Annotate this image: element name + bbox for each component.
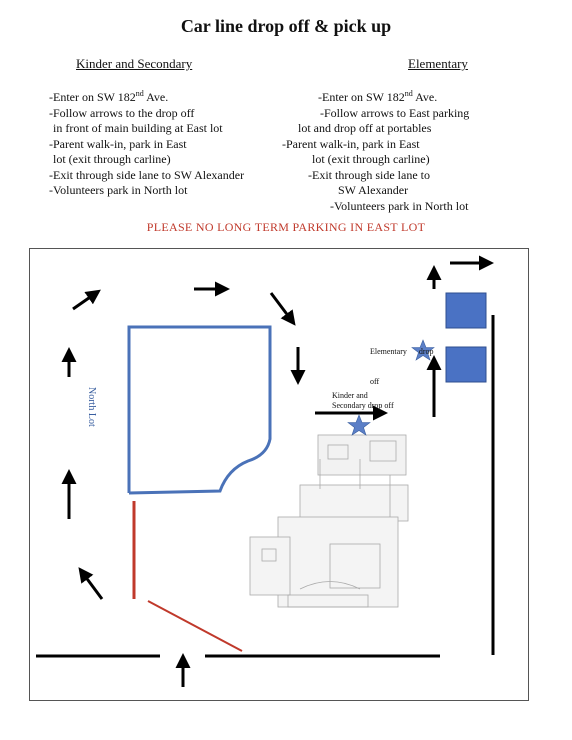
no-parking-warning: PLEASE NO LONG TERM PARKING IN EAST LOT: [146, 220, 426, 234]
arrow-top-down-diagonal: [269, 292, 296, 326]
arrow-left-up-diagonal-2: [72, 289, 101, 311]
elementary-instructions: -Enter on SW 182nd Ave. -Follow arrows t…: [282, 86, 522, 214]
kinder-heading: Kinder and Secondary: [76, 56, 193, 71]
kinder-dropoff-label-line: Secondary drop off: [332, 401, 394, 410]
portable-1: [445, 292, 487, 329]
kinder-line: -Parent walk-in, park in East: [49, 136, 187, 151]
elementary-dropoff-label-line: off: [370, 377, 380, 386]
page-title: Car line drop off & pick up: [180, 16, 392, 36]
elementary-line: -Enter on SW 182nd Ave.: [318, 89, 438, 104]
map-drawing: [36, 255, 495, 687]
north-lot-outline: [127, 325, 272, 495]
building-footprint: [249, 434, 409, 608]
kinder-line: -Follow arrows to the drop off: [49, 105, 195, 120]
kinder-line: lot (exit through carline): [53, 152, 171, 166]
elementary-dropoff-star: [411, 339, 435, 361]
traffic-arrows: [61, 255, 494, 687]
elementary-dropoff-label: Elementary drop off: [370, 327, 434, 407]
portable-2: [445, 346, 487, 383]
elementary-line: -Follow arrows to East parking: [320, 105, 470, 120]
elementary-line: lot and drop off at portables: [298, 121, 432, 135]
elementary-dropoff-label-line: Elementary drop: [370, 347, 434, 356]
kinder-line: -Volunteers park in North lot: [49, 183, 188, 197]
elementary-line: SW Alexander: [338, 183, 409, 197]
elementary-line: -Parent walk-in, park in East: [282, 136, 420, 151]
elementary-line: -Exit through side lane to: [308, 167, 430, 182]
arrow-left-up-diagonal: [78, 567, 104, 600]
side-lane-red-diagonal: [147, 600, 243, 652]
elementary-heading: Elementary: [408, 56, 468, 71]
kinder-dropoff-label: Kinder and Secondary drop off: [332, 391, 394, 411]
campus-map: North Lot Kinder and Secondary drop off …: [29, 248, 529, 701]
kinder-line: -Enter on SW 182nd Ave.: [49, 89, 169, 104]
kinder-dropoff-star: [347, 414, 371, 436]
kinder-line: in front of main building at East lot: [53, 121, 223, 135]
north-lot-label: North Lot: [86, 387, 97, 427]
elementary-line: lot (exit through carline): [312, 152, 430, 166]
kinder-dropoff-label-line: Kinder and: [332, 391, 368, 400]
kinder-instructions: -Enter on SW 182nd Ave. -Follow arrows t…: [49, 86, 244, 199]
kinder-line: -Exit through side lane to SW Alexander: [49, 167, 245, 182]
elementary-line: -Volunteers park in North lot: [330, 198, 469, 213]
